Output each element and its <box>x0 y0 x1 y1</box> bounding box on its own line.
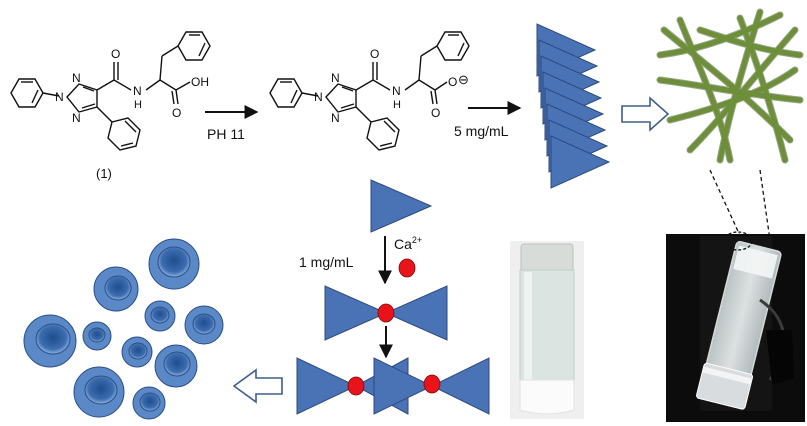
phenyl-ring-left <box>10 78 44 108</box>
calcium-bridged-chain <box>296 357 490 415</box>
atom-o: O <box>111 47 120 61</box>
atom-h: H <box>134 99 142 111</box>
atom-h: H <box>393 99 401 111</box>
atom-n: N <box>314 90 323 104</box>
concentration-low-label: 1 mg/mL <box>299 254 354 270</box>
vesicle <box>184 305 224 345</box>
vesicle <box>93 266 139 312</box>
atom-o: O <box>370 47 379 61</box>
atom-n: N <box>392 84 401 98</box>
molecule-1-atoms: N N N O N H O OH (1) <box>55 47 209 181</box>
concentration-high-label: 5 mg/mL <box>454 123 509 139</box>
phenyl-ring-left <box>269 78 303 108</box>
hollow-arrow-right-icon <box>621 96 670 132</box>
molecule-2-atoms: N N N O N H O O ⊖ <box>314 47 469 125</box>
vesicle <box>82 321 112 351</box>
single-triangle <box>370 179 433 233</box>
vesicle <box>23 314 77 368</box>
triazole-ring <box>66 83 98 113</box>
vesicle <box>121 336 153 368</box>
vesicle <box>148 238 200 290</box>
triazole-ring <box>325 83 357 113</box>
molecule-2 <box>269 31 470 151</box>
compound-label: (1) <box>96 166 112 181</box>
atom-o: O <box>172 106 181 120</box>
phenyl-ring-bottom <box>107 117 141 151</box>
phenyl-ring-benzyl <box>436 31 470 61</box>
calcium-bridged-dimer <box>324 285 448 341</box>
vial-photo-precipitate <box>510 241 584 419</box>
atom-n: N <box>72 111 81 125</box>
vesicle <box>132 386 166 420</box>
zoom-line-right <box>759 169 771 241</box>
calcium-ion-label: Ca2+ <box>394 235 422 252</box>
calcium-ion-icon <box>398 258 416 278</box>
fiber-network <box>656 8 804 164</box>
atom-oh: OH <box>191 75 209 89</box>
atom-n: N <box>55 90 64 104</box>
molecule-1 <box>10 31 211 151</box>
vesicle-cluster <box>23 238 224 420</box>
ph-label: PH 11 <box>207 126 245 142</box>
vesicle <box>144 300 176 332</box>
phenyl-ring-bottom <box>366 117 400 151</box>
atom-n: N <box>331 111 340 125</box>
vesicle <box>73 366 125 418</box>
atom-o: O <box>448 75 457 89</box>
zoom-line-left <box>709 169 743 241</box>
atom-o: O <box>431 106 440 120</box>
atom-n: N <box>72 71 81 85</box>
hollow-arrow-left-icon <box>232 368 283 404</box>
atom-n: N <box>331 71 340 85</box>
atom-n: N <box>133 84 142 98</box>
negative-charge-icon: ⊖ <box>458 72 469 87</box>
phenyl-ring-benzyl <box>177 31 211 61</box>
triangle-stack <box>536 23 611 189</box>
vesicle <box>154 344 198 388</box>
gel-photo-inverted-vial <box>666 231 805 422</box>
